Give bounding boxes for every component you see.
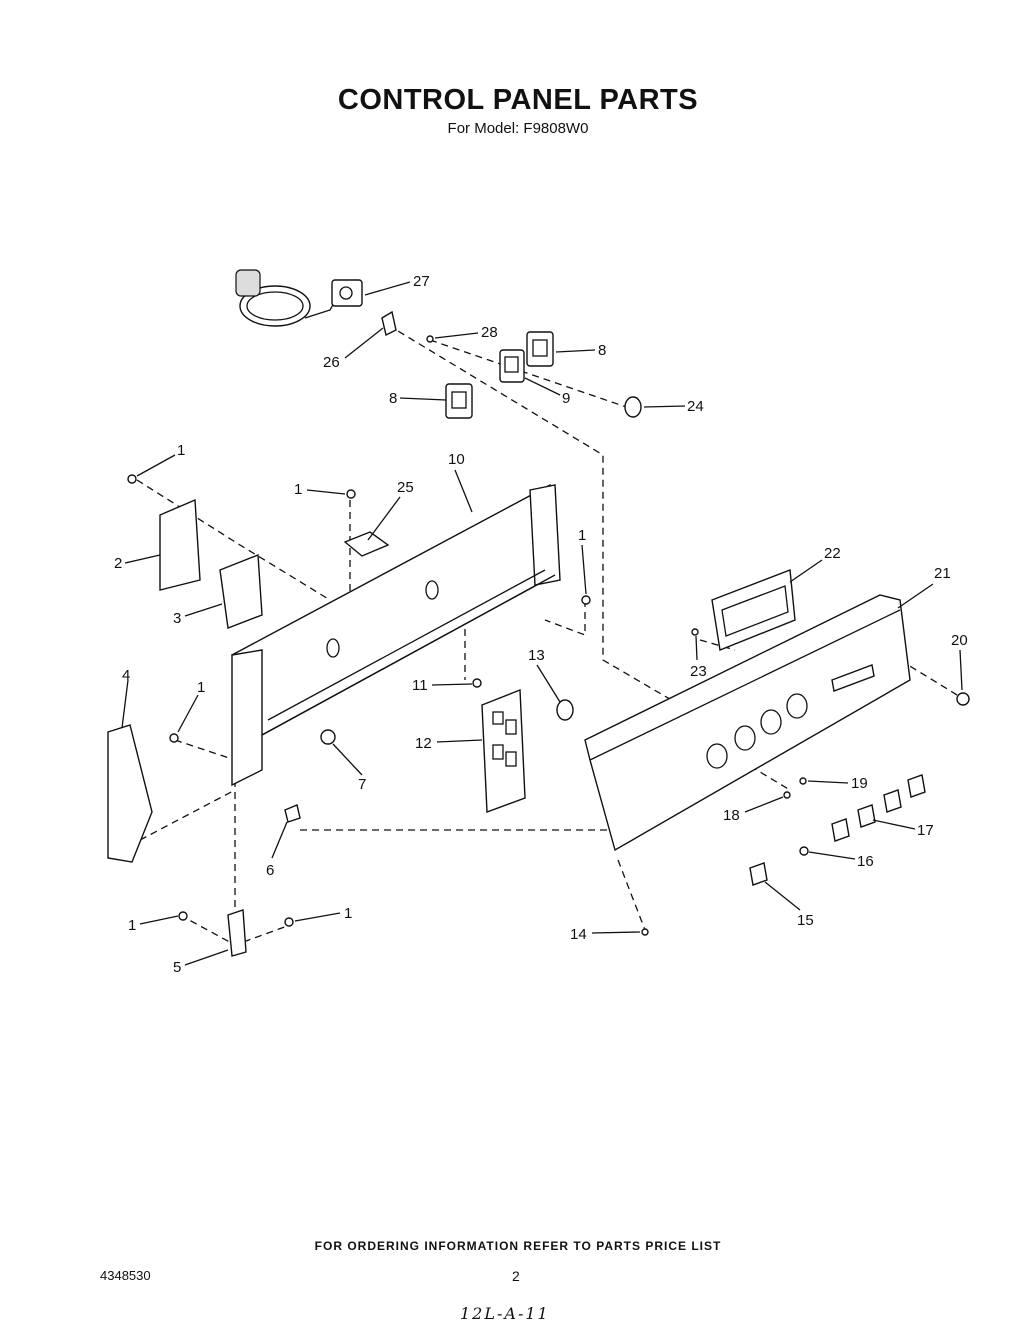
model-subtitle: For Model: F9808W0 <box>447 120 589 137</box>
callout-labels: 27 26 28 8 9 8 24 1 1 25 10 1 2 3 22 21 … <box>114 273 968 976</box>
clip-part-16 <box>799 846 809 856</box>
callout-13: 13 <box>528 647 545 664</box>
callout-1-bottom-right: 1 <box>344 905 352 922</box>
callout-15: 15 <box>797 912 814 929</box>
callout-11: 11 <box>412 677 428 694</box>
callout-1-right: 1 <box>578 527 586 544</box>
callout-7: 7 <box>358 776 366 793</box>
callout-2: 2 <box>114 555 122 572</box>
gasket-part-25 <box>343 531 390 557</box>
clip-part-7 <box>320 729 336 745</box>
clip-part-13 <box>556 699 574 721</box>
callout-17: 17 <box>917 822 934 839</box>
backguard-frame-part-10 <box>231 483 561 787</box>
callout-19: 19 <box>851 775 868 792</box>
callout-18: 18 <box>723 807 740 824</box>
callout-16: 16 <box>857 853 874 870</box>
screw-part-11 <box>472 678 482 688</box>
callout-12: 12 <box>415 735 432 752</box>
bracket-part-2 <box>159 498 201 591</box>
callout-24: 24 <box>687 398 704 415</box>
bracket-part-5 <box>227 909 247 957</box>
callout-leaders <box>121 281 963 966</box>
callout-10: 10 <box>448 451 465 468</box>
page-title: CONTROL PANEL PARTS <box>337 84 699 116</box>
callout-8-lower: 8 <box>389 390 397 407</box>
callout-4: 4 <box>122 667 130 684</box>
switch-part-8-upper <box>526 331 554 367</box>
clock-timer-part-22 <box>711 569 796 651</box>
callout-14: 14 <box>570 926 587 943</box>
callout-1-left: 1 <box>197 679 205 696</box>
document-number: 4348530 <box>100 1268 151 1283</box>
callout-22: 22 <box>824 545 841 562</box>
callout-3: 3 <box>173 610 181 627</box>
bracket-part-3 <box>219 553 263 629</box>
bracket-part-26 <box>381 310 397 337</box>
callout-9: 9 <box>562 390 570 407</box>
control-panel-part-21 <box>584 594 911 852</box>
callout-6: 6 <box>266 862 274 879</box>
callout-21: 21 <box>934 565 951 582</box>
callout-26: 26 <box>323 354 340 371</box>
callout-27: 27 <box>413 273 430 290</box>
callout-1-center: 1 <box>294 481 302 498</box>
callout-25: 25 <box>397 479 414 496</box>
ordering-info-note: FOR ORDERING INFORMATION REFER TO PARTS … <box>314 1239 722 1253</box>
callout-8-upper: 8 <box>598 342 606 359</box>
callout-20: 20 <box>951 632 968 649</box>
thermostat-part-27 <box>331 279 363 307</box>
callout-1-bottom-left: 1 <box>128 917 136 934</box>
end-cap-part-4 <box>107 724 153 863</box>
screws-part-1 <box>127 335 807 936</box>
callout-23: 23 <box>690 663 707 680</box>
washer-part-24 <box>624 396 642 418</box>
screw-part-6 <box>284 804 301 823</box>
knob-part-15 <box>749 862 768 886</box>
switch-part-8-lower <box>445 383 473 419</box>
knobs-part-17 <box>831 774 926 842</box>
thermostat-bulb-coil <box>235 269 339 327</box>
page-number: 2 <box>512 1268 520 1284</box>
callout-1-top-left: 1 <box>177 442 185 459</box>
switch-part-9 <box>499 349 525 383</box>
handwritten-note: 12L-A-11 <box>460 1304 550 1323</box>
button-part-20 <box>956 692 970 706</box>
callout-28: 28 <box>481 324 498 341</box>
circuit-board-part-12 <box>481 688 526 813</box>
callout-5: 5 <box>173 959 181 976</box>
assembly-dashed-lines <box>136 324 963 946</box>
